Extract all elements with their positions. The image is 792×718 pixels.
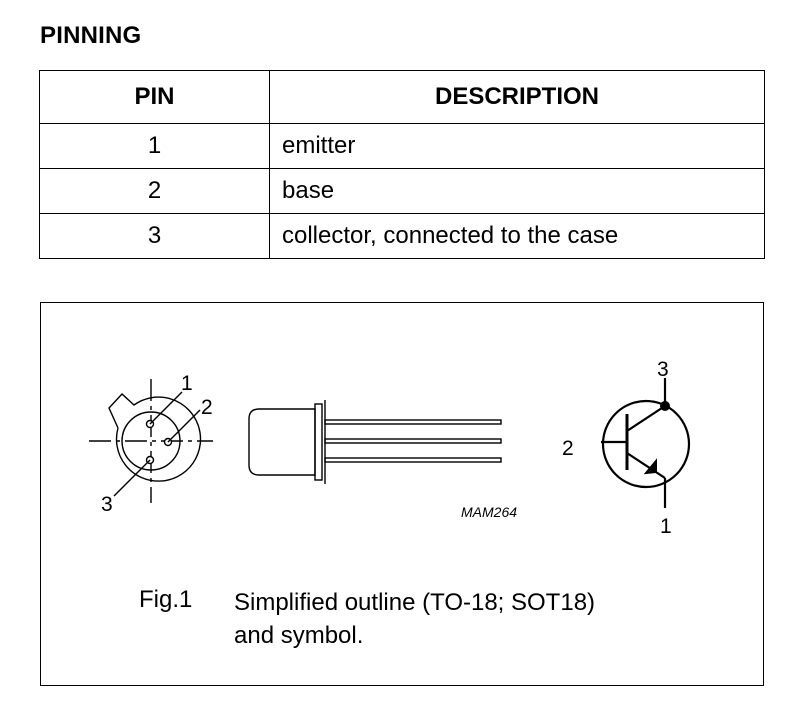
- bottom-view: [89, 379, 213, 503]
- emitter-line: [626, 452, 666, 479]
- bottom-view-label-3: 3: [101, 493, 113, 516]
- bottom-view-label-2: 2: [201, 396, 213, 419]
- pin-description-cell: base: [269, 168, 765, 214]
- table-row: 2 base: [39, 168, 765, 214]
- pin-description-cell: emitter: [269, 123, 765, 169]
- caption-line-1: Simplified outline (TO-18; SOT18): [234, 589, 596, 616]
- drawing-code: MAM264: [461, 504, 517, 520]
- figure-number: Fig.1: [139, 586, 193, 613]
- pin-number-cell: 1: [39, 123, 270, 169]
- symbol-label-collector: 3: [657, 358, 669, 381]
- emitter-arrow-icon: [643, 458, 657, 475]
- figure-caption: Simplified outline (TO-18; SOT18) and sy…: [234, 586, 714, 652]
- table-row: 1 emitter: [39, 123, 765, 169]
- collector-junction-dot: [660, 401, 670, 411]
- case-outline-with-tab: [108, 393, 202, 482]
- pin-2-leader: [167, 409, 201, 443]
- table-row: 3 collector, connected to the case: [39, 213, 765, 259]
- symbol-label-base: 2: [562, 437, 574, 460]
- pin-number-cell: 3: [39, 213, 270, 259]
- figure-box: 1 2 3 MAM264 3 2 1 Fig.1 Simpl: [40, 302, 764, 686]
- column-header-description: DESCRIPTION: [269, 70, 765, 124]
- flange: [314, 403, 323, 481]
- symbol-envelope-circle: [601, 399, 691, 489]
- section-title: PINNING: [40, 22, 142, 49]
- lead-1: [324, 419, 502, 425]
- pin-3-leader: [113, 459, 151, 497]
- pin-description-cell: collector, connected to the case: [269, 213, 765, 259]
- package-outline-drawing: 1 2 3 MAM264 3 2 1: [89, 358, 691, 538]
- lead-3: [324, 457, 502, 463]
- caption-line-2: and symbol.: [234, 622, 364, 649]
- pin-1-leader: [149, 391, 183, 425]
- pin-number-cell: 2: [39, 168, 270, 214]
- side-view: [248, 400, 502, 484]
- lead-2: [324, 438, 502, 444]
- table-header-row: PIN DESCRIPTION: [39, 70, 765, 124]
- bottom-view-label-1: 1: [181, 372, 193, 395]
- can-body: [248, 408, 316, 476]
- column-header-pin: PIN: [39, 70, 270, 124]
- collector-line: [626, 405, 666, 432]
- npn-transistor-symbol: [601, 378, 691, 508]
- pinning-table: PIN DESCRIPTION 1 emitter 2 base 3 colle…: [39, 70, 765, 259]
- symbol-label-emitter: 1: [660, 515, 672, 538]
